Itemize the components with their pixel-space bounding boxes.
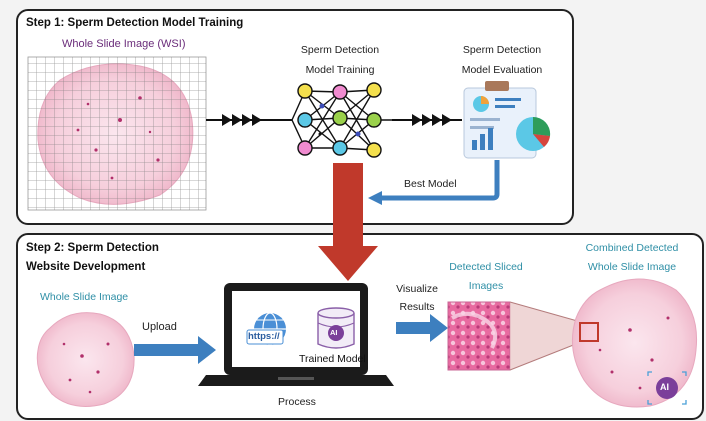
arrow-wsi-to-training xyxy=(206,114,292,126)
laptop-icon xyxy=(198,283,394,386)
ai-badge-label: AI xyxy=(660,382,669,392)
wsi-grid-slide xyxy=(27,56,207,211)
upload-label: Upload xyxy=(142,321,177,333)
evaluation-label-line1: Sperm Detection xyxy=(462,44,542,56)
sliced-label: Detected Sliced Images xyxy=(438,258,534,296)
https-label: https:// xyxy=(248,331,280,342)
arrow-visualize xyxy=(396,314,448,342)
evaluation-report-icon xyxy=(463,81,551,159)
wsi-input-slide xyxy=(36,312,135,407)
process-label: Process xyxy=(278,396,316,408)
evaluation-label: Sperm Detection Model Evaluation xyxy=(446,40,558,80)
arrow-deploy-model xyxy=(318,163,378,281)
neural-network-icon xyxy=(291,82,392,158)
trained-model-label: Trained Model xyxy=(299,353,366,365)
step2-title: Step 2: Sperm Detection Website Developm… xyxy=(26,239,159,277)
sliced-image-tile xyxy=(447,301,511,371)
ai-badge-icon xyxy=(647,371,687,405)
training-label-line2: Model Training xyxy=(305,64,375,76)
arrow-training-to-evaluation xyxy=(392,114,462,126)
training-label: Sperm Detection Model Training xyxy=(288,40,392,80)
visualize-label-line1: Visualize xyxy=(396,283,438,295)
globe-icon xyxy=(246,312,286,346)
step2-title-line1: Step 2: Sperm Detection xyxy=(26,242,159,254)
combined-label-line2: Whole Slide Image xyxy=(587,261,677,273)
evaluation-label-line2: Model Evaluation xyxy=(461,64,543,76)
sliced-label-line2: Images xyxy=(468,280,504,292)
wsi-input-label: Whole Slide Image xyxy=(40,291,129,303)
step1-title: Step 1: Sperm Detection Model Training xyxy=(26,17,244,29)
visualize-label-line2: Results xyxy=(399,301,435,313)
ai-database-icon xyxy=(317,307,355,349)
combined-wsi-slide xyxy=(571,278,698,408)
wsi-training-label: Whole Slide Image (WSI) xyxy=(62,38,186,50)
sliced-label-line1: Detected Sliced xyxy=(449,261,523,273)
combined-label: Combined Detected Whole Slide Image xyxy=(572,239,692,277)
visualize-label: Visualize Results xyxy=(388,280,446,316)
combined-label-line1: Combined Detected xyxy=(585,242,679,254)
zoom-connector xyxy=(509,301,582,371)
arrow-upload xyxy=(134,336,216,364)
training-label-line1: Sperm Detection xyxy=(300,44,380,56)
ai-db-label: AI xyxy=(330,328,338,337)
best-model-label: Best Model xyxy=(404,178,457,190)
arrow-best-model xyxy=(368,160,500,205)
step2-title-line2: Website Development xyxy=(26,261,146,273)
